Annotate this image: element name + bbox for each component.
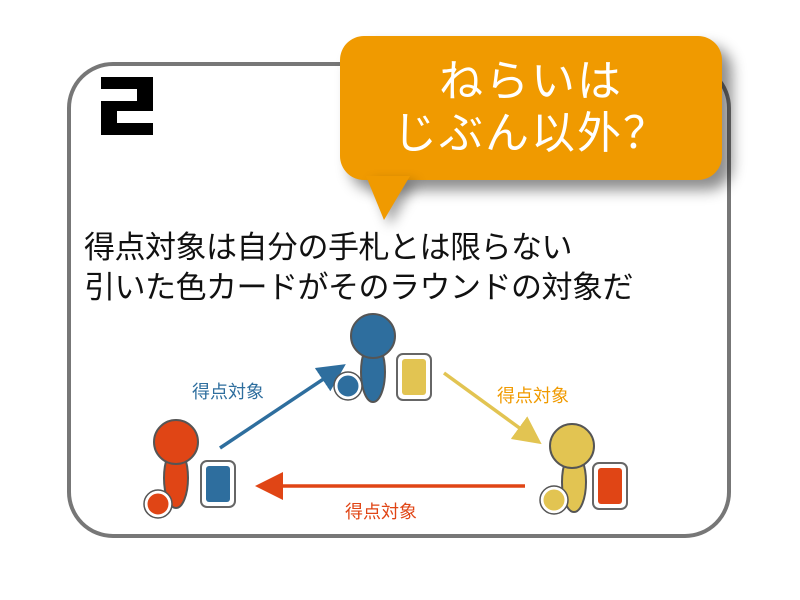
arrow-red-to-blue bbox=[219, 364, 346, 450]
red-player bbox=[143, 419, 236, 519]
description-line-2: 引いた色カードがそのラウンドの対象だ bbox=[84, 270, 634, 306]
description-line-1: 得点対象は自分の手札とは限らない bbox=[84, 230, 573, 266]
arrow-label-yellow-to-red: 得点対象 bbox=[345, 502, 417, 523]
callout-line-1: ねらいは bbox=[439, 56, 623, 107]
callout-tail bbox=[366, 176, 410, 220]
blue-player bbox=[333, 313, 432, 403]
description: 得点対象は自分の手札とは限らない 引いた色カードがそのラウンドの対象だ bbox=[84, 228, 634, 308]
callout-line-2: じぶん以外？ bbox=[393, 108, 669, 159]
arrow-blue-to-yellow bbox=[442, 371, 542, 445]
step-number-2 bbox=[101, 77, 153, 135]
yellow-player bbox=[539, 423, 628, 515]
arrow-label-blue-to-yellow: 得点対象 bbox=[497, 386, 569, 407]
callout-bubble: ねらいは じぶん以外？ bbox=[340, 36, 722, 180]
arrow-label-red-to-blue: 得点対象 bbox=[192, 382, 264, 403]
